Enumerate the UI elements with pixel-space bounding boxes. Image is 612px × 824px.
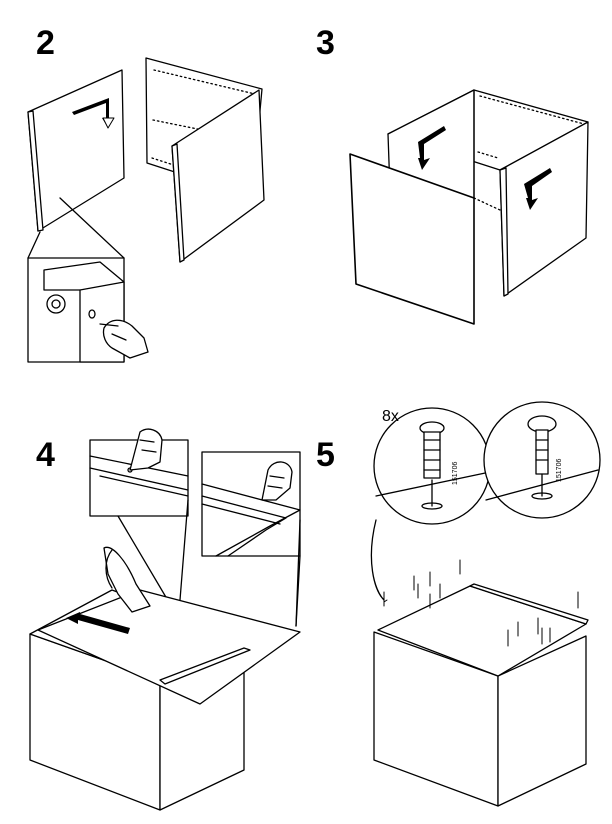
step4-illustration bbox=[29, 428, 301, 811]
pointing-hand-icon bbox=[129, 428, 163, 471]
pointing-hand-icon bbox=[99, 319, 149, 359]
step2-illustration bbox=[27, 57, 265, 363]
arrow-down-icon bbox=[524, 168, 552, 210]
step-number-5: 5 bbox=[316, 436, 335, 474]
arrow-down-icon bbox=[72, 98, 115, 129]
step-number-2: 2 bbox=[36, 24, 55, 62]
arrow-left-icon bbox=[66, 612, 130, 634]
step-number-4: 4 bbox=[36, 436, 55, 474]
pushing-hand-icon bbox=[103, 546, 151, 613]
article-number: 151706 bbox=[452, 461, 459, 485]
step-number-3: 3 bbox=[316, 24, 335, 62]
dowel-icon bbox=[527, 415, 557, 497]
dowel-quantity: 8x bbox=[382, 408, 399, 425]
article-number: 151706 bbox=[556, 458, 563, 482]
pointing-hand-icon bbox=[261, 461, 293, 501]
dowel-icon bbox=[419, 421, 445, 507]
step3-illustration bbox=[349, 89, 589, 325]
step5-illustration bbox=[370, 401, 601, 807]
arrow-down-icon bbox=[418, 126, 446, 170]
